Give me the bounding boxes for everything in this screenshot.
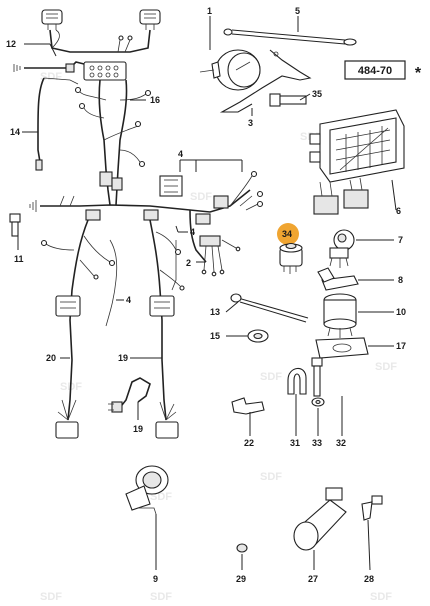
reference-mark: * <box>415 65 422 82</box>
callout-9: 9 <box>153 574 158 584</box>
part-screw-28 <box>361 495 383 521</box>
part-switch-7 <box>329 229 355 268</box>
part-clamp-31 <box>287 367 307 395</box>
callout-4: 4 <box>190 227 195 237</box>
callout-7: 7 <box>398 235 403 245</box>
callout-19: 19 <box>133 424 143 434</box>
callout-14: 14 <box>10 127 20 137</box>
callout-2: 2 <box>186 258 191 268</box>
watermark: SDF <box>40 591 62 603</box>
part-grommet-15 <box>247 329 269 343</box>
relay <box>159 175 183 197</box>
callout-6: 6 <box>396 206 401 216</box>
plate-lamp-left <box>55 421 79 439</box>
part-plate-17 <box>315 337 369 359</box>
part-nut-33 <box>311 397 325 407</box>
callout-1: 1 <box>207 6 212 16</box>
callout-27: 27 <box>308 574 318 584</box>
callout-35: 35 <box>312 89 322 99</box>
part-horn-27 <box>293 487 347 551</box>
watermark: SDF <box>40 71 62 83</box>
callout-22: 22 <box>244 438 254 448</box>
fuse-box <box>83 61 127 81</box>
part-clip-22 <box>231 397 265 415</box>
watermark: SDF <box>190 191 212 203</box>
part-control-box <box>309 109 405 215</box>
callout-11: 11 <box>14 254 24 264</box>
part-bolt-35 <box>269 93 307 107</box>
callout-15: 15 <box>210 331 220 341</box>
callout-33: 33 <box>312 438 322 448</box>
leader-lines <box>17 16 397 571</box>
callout-20: 20 <box>46 353 56 363</box>
callout-29: 29 <box>236 574 246 584</box>
callout-8: 8 <box>398 275 403 285</box>
callout-12: 12 <box>6 39 16 49</box>
callout-17: 17 <box>396 341 406 351</box>
part-cable-tie-13 <box>230 293 309 323</box>
watermark: SDF <box>370 591 392 603</box>
headlamp-right <box>139 9 161 30</box>
rear-lamp-left <box>55 295 81 317</box>
wiring-harness <box>13 9 264 439</box>
callout-5: 5 <box>295 6 300 16</box>
part-nut-29 <box>236 543 248 553</box>
reference-code: 484-70 <box>358 65 392 77</box>
part-screw-32 <box>311 357 323 397</box>
watermark: SDF <box>260 371 282 383</box>
plate-lamp-right <box>155 421 179 439</box>
rear-lamp-right <box>149 295 175 317</box>
part-ignition-lock-10 <box>323 293 357 338</box>
callout-19: 19 <box>118 353 128 363</box>
callout-4: 4 <box>126 295 131 305</box>
reference-code-box: 484-70 * <box>344 60 422 82</box>
headlamp-left <box>41 9 63 30</box>
callout-32: 32 <box>336 438 346 448</box>
callout-labels: 12 14 16 4 4 2 4 11 20 19 19 1 5 35 3 6 … <box>6 6 406 584</box>
part-bolt-11 <box>9 213 21 237</box>
part-ignition-switch-34 <box>277 223 303 274</box>
part-cable-tie <box>223 28 357 46</box>
callout-16: 16 <box>150 95 160 105</box>
part-key-8 <box>317 267 359 291</box>
callout-34: 34 <box>282 229 292 239</box>
part-gauge <box>199 49 261 91</box>
part-bracket <box>219 49 312 113</box>
callout-31: 31 <box>290 438 300 448</box>
watermark: SDF <box>150 591 172 603</box>
callout-4: 4 <box>178 149 183 159</box>
callout-10: 10 <box>396 307 406 317</box>
watermark: SDF <box>260 471 282 483</box>
watermark: SDF <box>375 361 397 373</box>
callout-3: 3 <box>248 118 253 128</box>
callout-28: 28 <box>364 574 374 584</box>
part-lamp-housing-9 <box>125 465 169 515</box>
callout-13: 13 <box>210 307 220 317</box>
